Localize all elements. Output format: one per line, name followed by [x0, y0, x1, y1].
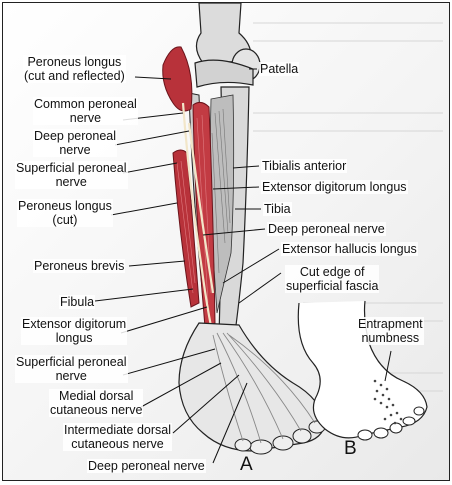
panel-letter-a: A	[240, 454, 253, 475]
label-peroneus-longus-cut: Peroneus longus (cut)	[17, 199, 113, 227]
label-extensor-digitorum-longus: Extensor digitorum longus	[261, 180, 408, 194]
label-peroneus-longus-reflected: Peroneus longus (cut and reflected)	[23, 55, 126, 83]
label-deep-peroneal-nerve-right: Deep peroneal nerve	[267, 222, 386, 236]
peroneus-longus-reflected-muscle	[162, 46, 193, 112]
peroneus-longus-cut-muscle	[172, 149, 200, 308]
figure-frame: Peroneus longus (cut and reflected) Comm…	[2, 2, 450, 481]
knee-joint	[194, 59, 254, 88]
label-medial-dorsal-cutaneous-nerve: Medial dorsal cutaneous nerve	[49, 389, 144, 417]
muscle-striations	[211, 108, 231, 274]
label-deep-peroneal-nerve-lower: Deep peroneal nerve	[87, 459, 206, 473]
panel-letter-b: B	[344, 438, 357, 459]
label-cut-edge-superficial-fascia: Cut edge of superficial fascia	[285, 265, 380, 293]
label-deep-peroneal-nerve-upper: Deep peroneal nerve	[33, 129, 118, 157]
label-entrapment-numbness: Entrapment numbness	[357, 317, 424, 345]
foot-b-toes	[357, 406, 425, 441]
label-intermediate-dorsal-cutaneous-nerve: Intermediate dorsal cutaneous nerve	[63, 423, 173, 451]
label-peroneus-brevis: Peroneus brevis	[33, 259, 126, 273]
label-patella: Patella	[259, 62, 300, 76]
label-extensor-hallucis-longus: Extensor hallucis longus	[281, 242, 418, 256]
foot-toes	[234, 420, 326, 455]
label-superficial-peroneal-nerve-upper: Superficial peroneal nerve	[15, 161, 128, 189]
label-fibula: Fibula	[59, 295, 96, 309]
leader-lines	[94, 68, 392, 464]
label-tibia: Tibia	[263, 202, 292, 216]
label-extensor-digitorum-longus-lower: Extensor digitorum longus	[21, 317, 128, 345]
numbness-area	[373, 379, 403, 425]
anatomy-illustration	[94, 3, 443, 464]
foot-tendons	[212, 332, 316, 444]
label-superficial-peroneal-nerve-lower: Superficial peroneal nerve	[15, 355, 128, 383]
label-common-peroneal-nerve: Common peroneal nerve	[33, 97, 138, 125]
label-tibialis-anterior: Tibialis anterior	[261, 159, 348, 173]
